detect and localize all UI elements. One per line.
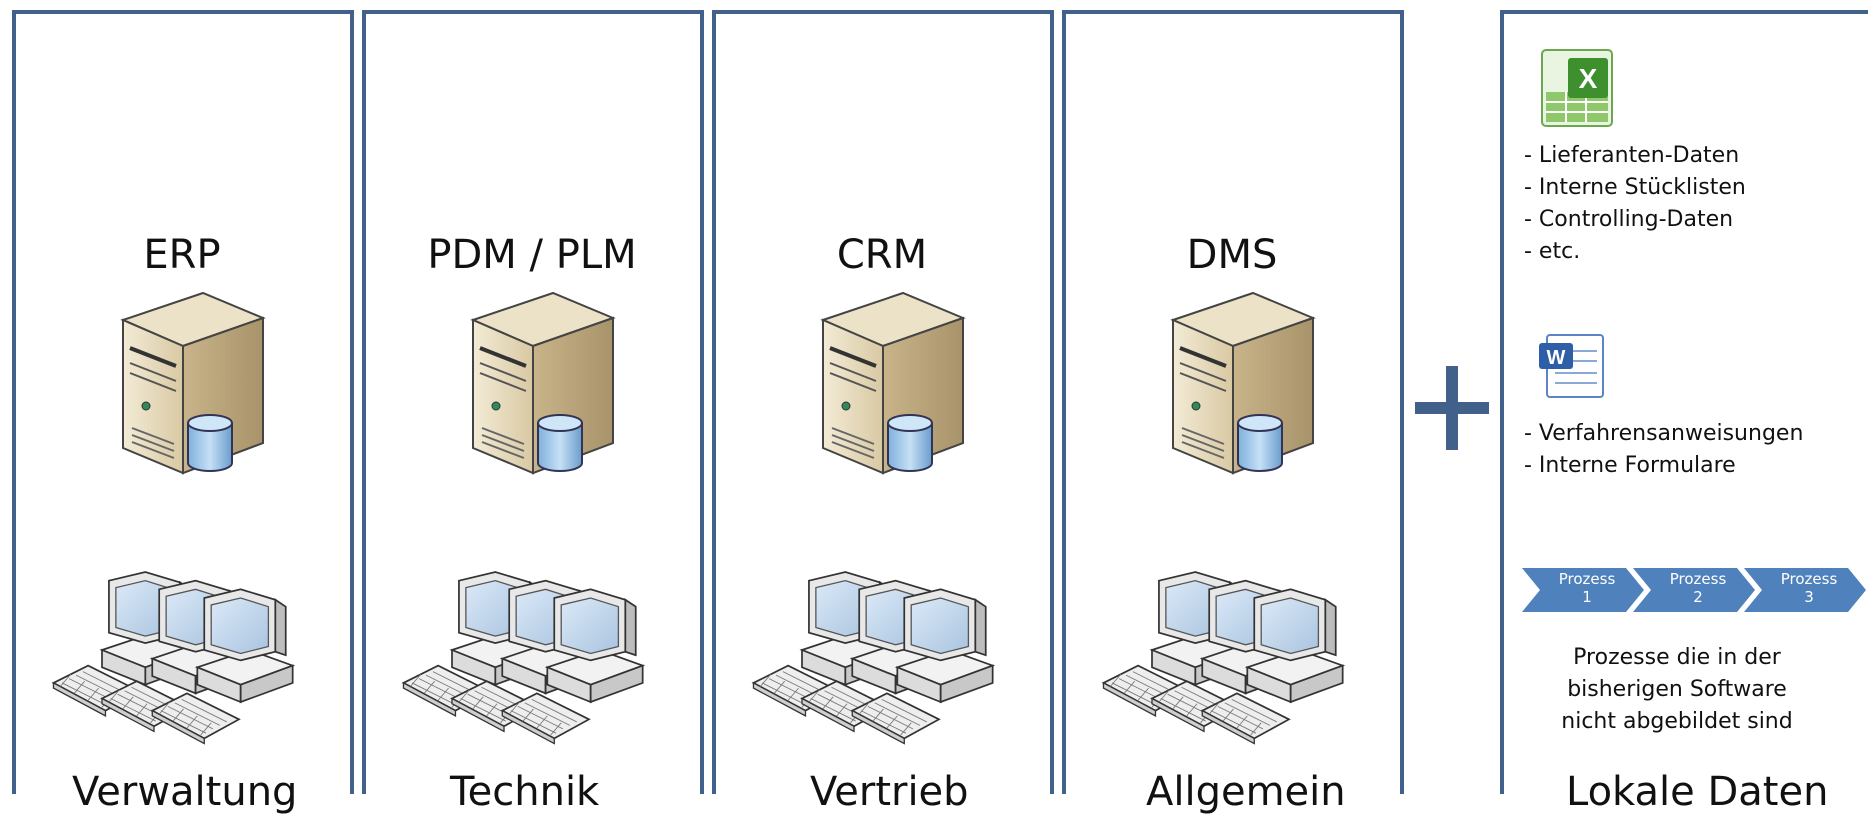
- list-item: - Controlling-Daten: [1524, 207, 1734, 232]
- panel-label-technik: Technik: [440, 770, 610, 814]
- svg-text:W: W: [1547, 347, 1566, 369]
- panel-verwaltung: [12, 10, 354, 794]
- panel-technik: [362, 10, 704, 794]
- panel-label-verwaltung: Verwaltung: [62, 770, 308, 814]
- list-item: - Lieferanten-Daten: [1524, 143, 1740, 168]
- process-caption: Prozesse die in der bisherigen Software …: [1561, 645, 1793, 734]
- workstations-icon: [1100, 550, 1360, 750]
- list-item: - Interne Stücklisten: [1524, 175, 1746, 200]
- panel-lokale-daten: [1500, 10, 1868, 794]
- process-chevron-3: [1744, 568, 1866, 612]
- list-item: - etc.: [1524, 239, 1581, 264]
- panel-label-lokale-daten: Lokale Daten: [1556, 770, 1839, 814]
- system-title-crm: CRM: [836, 232, 928, 278]
- process-chevron-1: [1522, 568, 1644, 612]
- excel-icon: X: [1541, 49, 1613, 127]
- server-database-icon: [121, 291, 265, 475]
- server-database-icon: [471, 291, 615, 475]
- workstations-icon: [50, 550, 310, 750]
- server-database-icon: [821, 291, 965, 475]
- server-database-icon: [1171, 291, 1315, 475]
- excel-data-list: - Lieferanten-Daten - Interne Stückliste…: [1524, 140, 1746, 268]
- plus-icon: [1415, 366, 1489, 450]
- list-item: - Interne Formulare: [1524, 453, 1736, 478]
- list-item: - Verfahrensanweisungen: [1524, 421, 1804, 446]
- panel-label-vertrieb: Vertrieb: [800, 770, 979, 814]
- panel-allgemein: [1062, 10, 1404, 794]
- word-data-list: - Verfahrensanweisungen - Interne Formul…: [1524, 418, 1803, 482]
- workstations-icon: [750, 550, 1010, 750]
- svg-text:X: X: [1579, 63, 1598, 94]
- process-chevron-2: [1633, 568, 1755, 612]
- word-icon: W: [1539, 334, 1604, 398]
- system-title-pdm-plm: PDM / PLM: [427, 232, 637, 278]
- workstations-icon: [400, 550, 660, 750]
- system-title-erp: ERP: [143, 232, 221, 278]
- panel-vertrieb: [712, 10, 1054, 794]
- panel-label-allgemein: Allgemein: [1136, 770, 1356, 814]
- system-title-dms: DMS: [1186, 232, 1278, 278]
